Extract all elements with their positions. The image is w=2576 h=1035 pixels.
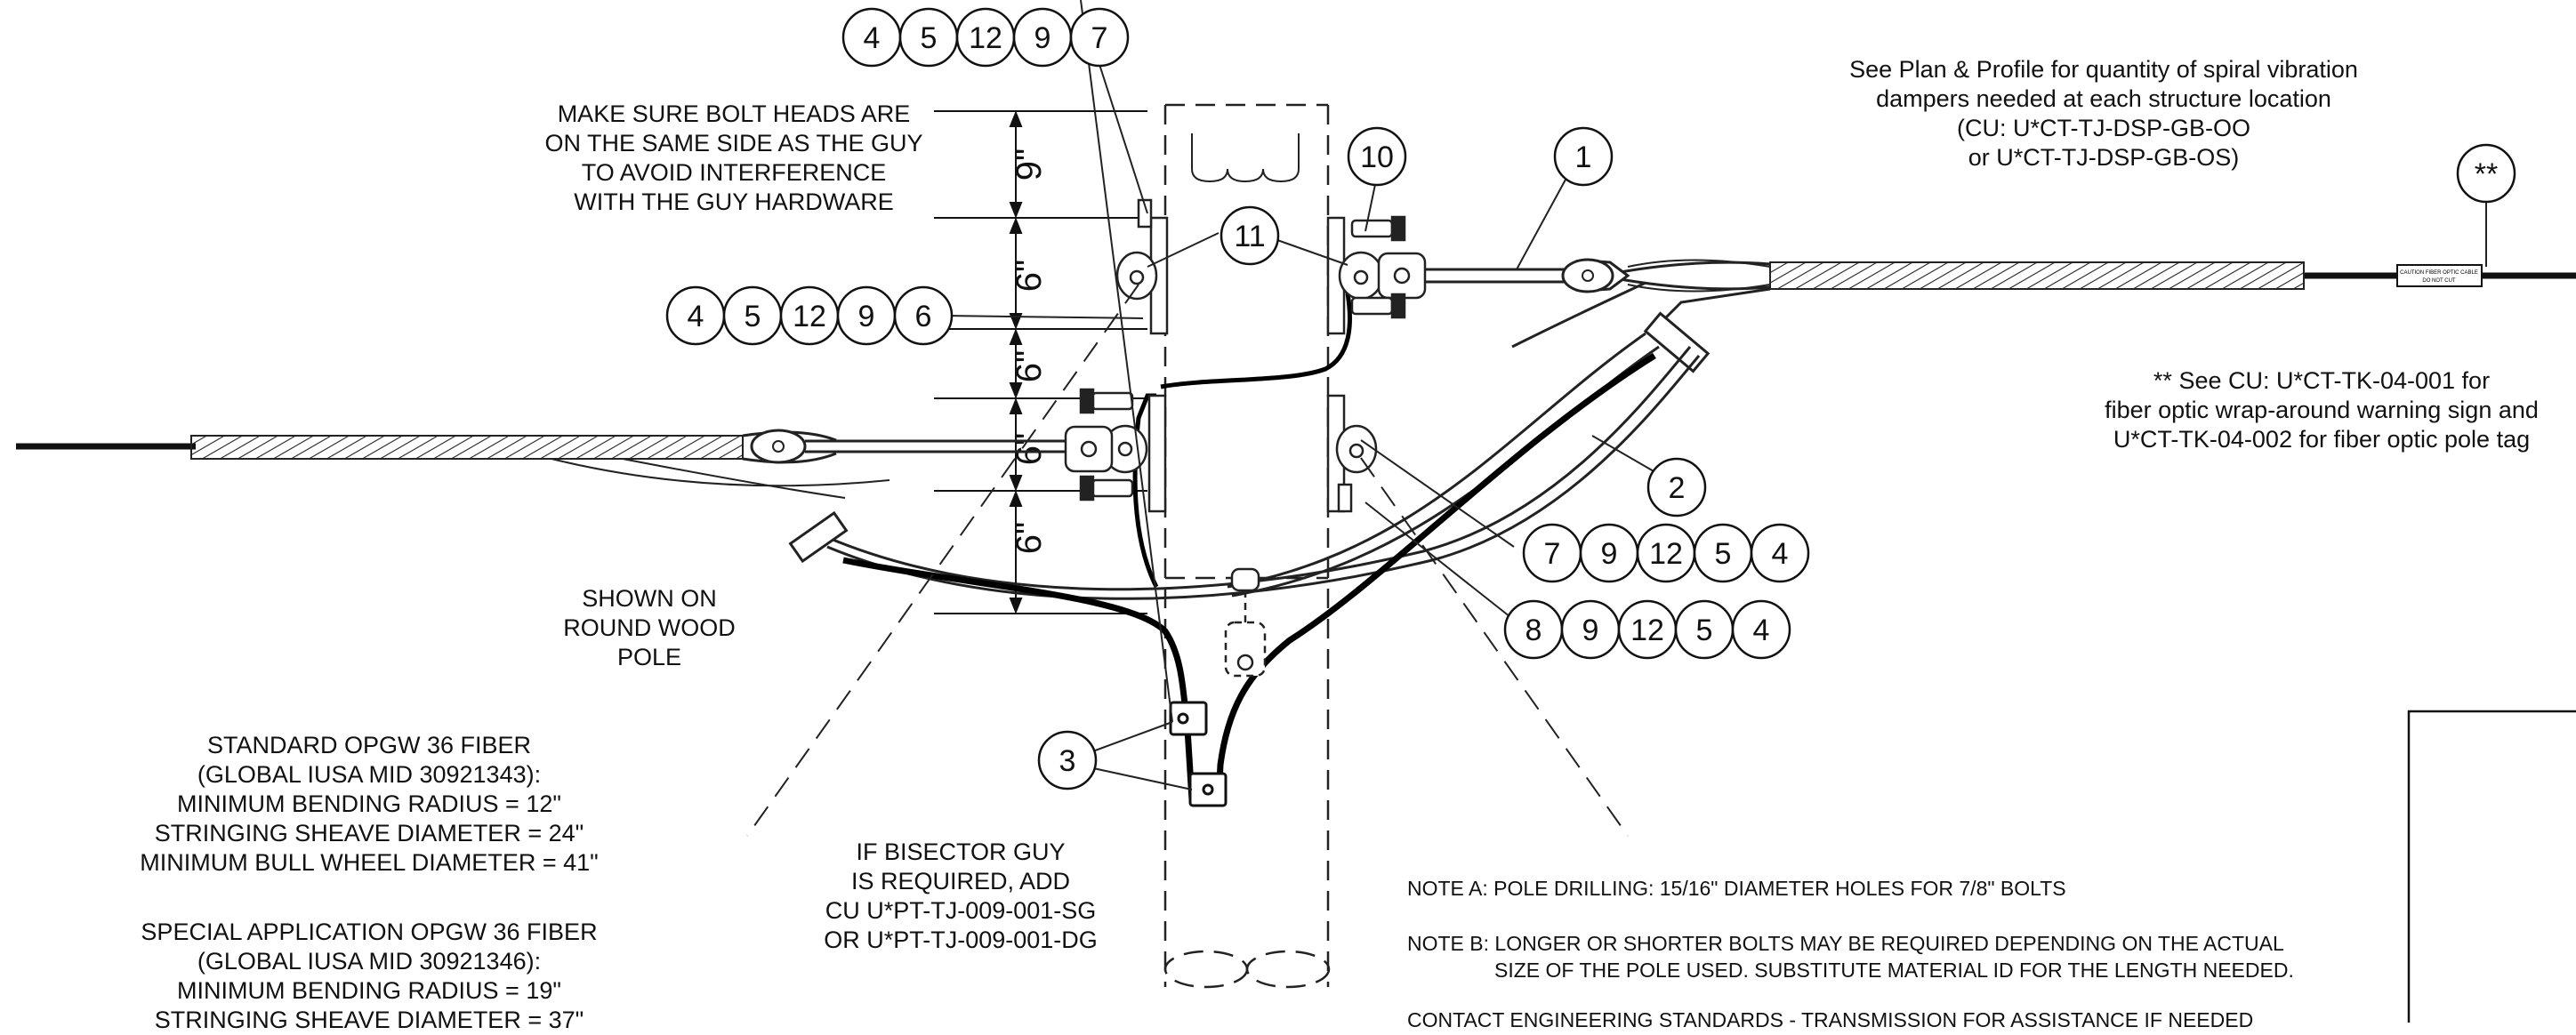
bisector-guy-attachment bbox=[1224, 567, 1267, 678]
bisector-line-4: OR U*PT-TJ-009-001-DG bbox=[824, 927, 1098, 953]
balloon-group-right-2 bbox=[1503, 599, 1791, 660]
balloon-left-3: 12 bbox=[793, 300, 826, 333]
plan-profile-note: See Plan & Profile for quantity of spira… bbox=[1788, 55, 2419, 172]
standard-opgw-line-1: STANDARD OPGW 36 FIBER bbox=[206, 732, 532, 758]
plan-profile-line-2: dampers needed at each structure locatio… bbox=[1876, 85, 2331, 112]
balloon-right2-5: 4 bbox=[1753, 614, 1770, 647]
balloon-top-4: 9 bbox=[1034, 21, 1051, 55]
standard-opgw-line-4: STRINGING SHEAVE DIAMETER = 24" bbox=[154, 820, 584, 846]
shown-on-note: SHOWN ON ROUND WOOD POLE bbox=[534, 584, 765, 672]
balloon-item-11: 11 bbox=[1234, 220, 1265, 253]
upper-right-bracket bbox=[1326, 215, 1427, 335]
warning-sign-line-1: CAUTION FIBER OPTIC CABLE bbox=[2400, 270, 2478, 276]
balloon-group-right-1 bbox=[1522, 523, 1810, 583]
balloon-group-left bbox=[665, 285, 954, 346]
special-opgw-note: SPECIAL APPLICATION OPGW 36 FIBER (GLOBA… bbox=[85, 918, 654, 1035]
cu-reference-note: ** See CU: U*CT-TK-04-001 for fiber opti… bbox=[2073, 366, 2571, 454]
balloon-item-2: 2 bbox=[1669, 471, 1686, 505]
plan-profile-line-3: (CU: U*CT-TJ-DSP-GB-OO bbox=[1957, 115, 2250, 141]
contact-note: CONTACT ENGINEERING STANDARDS - TRANSMIS… bbox=[1407, 1008, 2254, 1031]
left-opgw-conductor bbox=[16, 429, 890, 499]
balloon-left-2: 5 bbox=[745, 300, 761, 333]
note-a: NOTE A: POLE DRILLING: 15/16" DIAMETER H… bbox=[1407, 877, 2066, 900]
balloon-right1-4: 5 bbox=[1715, 537, 1732, 571]
opgw-downlead bbox=[842, 293, 1656, 801]
leader-lines bbox=[944, 0, 2487, 790]
balloon-top-5: 7 bbox=[1091, 21, 1108, 55]
bolt-heads-line-4: WITH THE GUY HARDWARE bbox=[574, 189, 894, 215]
bisector-guy-note: IF BISECTOR GUY IS REQUIRED, ADD CU U*PT… bbox=[783, 838, 1139, 955]
guide-lines bbox=[746, 284, 1629, 837]
balloon-item-10: 10 bbox=[1360, 140, 1394, 174]
single-balloons bbox=[1037, 126, 2516, 790]
balloon-group-top bbox=[841, 7, 1130, 68]
balloon-right1-1: 7 bbox=[1544, 537, 1561, 571]
middle-right-bracket bbox=[1326, 394, 1378, 513]
plan-profile-line-1: See Plan & Profile for quantity of spira… bbox=[1849, 56, 2358, 83]
title-block-border bbox=[2407, 710, 2576, 1023]
left-armor-rods bbox=[788, 346, 1701, 600]
special-opgw-line-4: STRINGING SHEAVE DIAMETER = 37" bbox=[154, 1007, 584, 1033]
note-b-line-2: SIZE OF THE POLE USED. SUBSTITUTE MATERI… bbox=[1494, 959, 2294, 982]
note-b: NOTE B: LONGER OR SHORTER BOLTS MAY BE R… bbox=[1407, 930, 2294, 983]
balloon-top-2: 5 bbox=[921, 21, 938, 55]
bisector-line-1: IF BISECTOR GUY bbox=[856, 838, 1066, 865]
balloon-right1-3: 12 bbox=[1649, 537, 1683, 571]
bisector-line-2: IS REQUIRED, ADD bbox=[850, 868, 1071, 895]
pole-top-scallop bbox=[1191, 133, 1300, 183]
bolt-heads-line-2: ON THE SAME SIDE AS THE GUY bbox=[544, 130, 923, 156]
standard-opgw-line-2: (GLOBAL IUSA MID 30921343): bbox=[197, 761, 542, 788]
dimension-labels: 9" 6" 6" 6" 6" bbox=[1010, 148, 1049, 554]
balloon-item-1: 1 bbox=[1575, 140, 1592, 174]
cu-reference-line-3: U*CT-TK-04-002 for fiber optic pole tag bbox=[2113, 426, 2531, 453]
note-b-line-1: NOTE B: LONGER OR SHORTER BOLTS MAY BE R… bbox=[1407, 932, 2284, 955]
balloon-top-1: 4 bbox=[864, 21, 881, 55]
balloon-right2-4: 5 bbox=[1696, 614, 1713, 647]
balloon-left-4: 9 bbox=[858, 300, 875, 333]
balloon-item-3: 3 bbox=[1059, 744, 1076, 778]
standard-opgw-note: STANDARD OPGW 36 FIBER (GLOBAL IUSA MID … bbox=[85, 731, 654, 878]
standard-opgw-line-5: MINIMUM BULL WHEEL DIAMETER = 41" bbox=[140, 849, 599, 876]
downlead-clamps bbox=[1169, 701, 1228, 807]
warning-sign-line-2: DO NOT CUT bbox=[2422, 278, 2456, 284]
bolt-heads-note: MAKE SURE BOLT HEADS ARE ON THE SAME SID… bbox=[507, 100, 961, 217]
plan-profile-line-4: or U*CT-TJ-DSP-GB-OS) bbox=[1968, 144, 2240, 171]
upper-left-bracket bbox=[1115, 198, 1169, 335]
balloon-right1-5: 4 bbox=[1772, 537, 1789, 571]
right-opgw-conductor: CAUTION FIBER OPTIC CABLE DO NOT CUT bbox=[1511, 258, 2576, 349]
dim-6-inch-2: 6" bbox=[1010, 350, 1049, 382]
balloon-right1-2: 9 bbox=[1601, 537, 1618, 571]
middle-left-bracket bbox=[1064, 388, 1167, 513]
shown-on-line-2: ROUND WOOD bbox=[563, 614, 736, 641]
cu-reference-line-1: ** See CU: U*CT-TK-04-001 for bbox=[2153, 367, 2491, 394]
bisector-line-3: CU U*PT-TJ-009-001-SG bbox=[825, 897, 1097, 924]
cu-reference-line-2: fiber optic wrap-around warning sign and bbox=[2105, 397, 2539, 423]
balloon-right2-1: 8 bbox=[1525, 614, 1542, 647]
bolt-heads-line-3: TO AVOID INTERFERENCE bbox=[581, 159, 887, 186]
dim-6-inch-4: 6" bbox=[1010, 522, 1049, 554]
balloon-left-1: 4 bbox=[688, 300, 704, 333]
special-opgw-line-3: MINIMUM BENDING RADIUS = 19" bbox=[177, 977, 561, 1004]
dim-9-inch: 9" bbox=[1010, 148, 1049, 181]
special-opgw-line-1: SPECIAL APPLICATION OPGW 36 FIBER bbox=[141, 919, 598, 945]
shown-on-line-3: POLE bbox=[616, 644, 682, 670]
balloon-left-5: 6 bbox=[915, 300, 932, 333]
bolt-heads-line-1: MAKE SURE BOLT HEADS ARE bbox=[557, 100, 911, 127]
dim-6-inch-1: 6" bbox=[1010, 260, 1049, 292]
fiber-optic-warning-sign bbox=[2396, 264, 2483, 287]
shown-on-line-1: SHOWN ON bbox=[582, 585, 717, 612]
balloon-right2-2: 9 bbox=[1582, 614, 1599, 647]
special-opgw-line-2: (GLOBAL IUSA MID 30921346): bbox=[197, 948, 542, 975]
balloon-top-3: 12 bbox=[969, 21, 1002, 55]
balloon-double-star: ** bbox=[2475, 157, 2498, 191]
standard-opgw-line-3: MINIMUM BENDING RADIUS = 12" bbox=[177, 790, 561, 817]
balloon-right2-3: 12 bbox=[1630, 614, 1664, 647]
